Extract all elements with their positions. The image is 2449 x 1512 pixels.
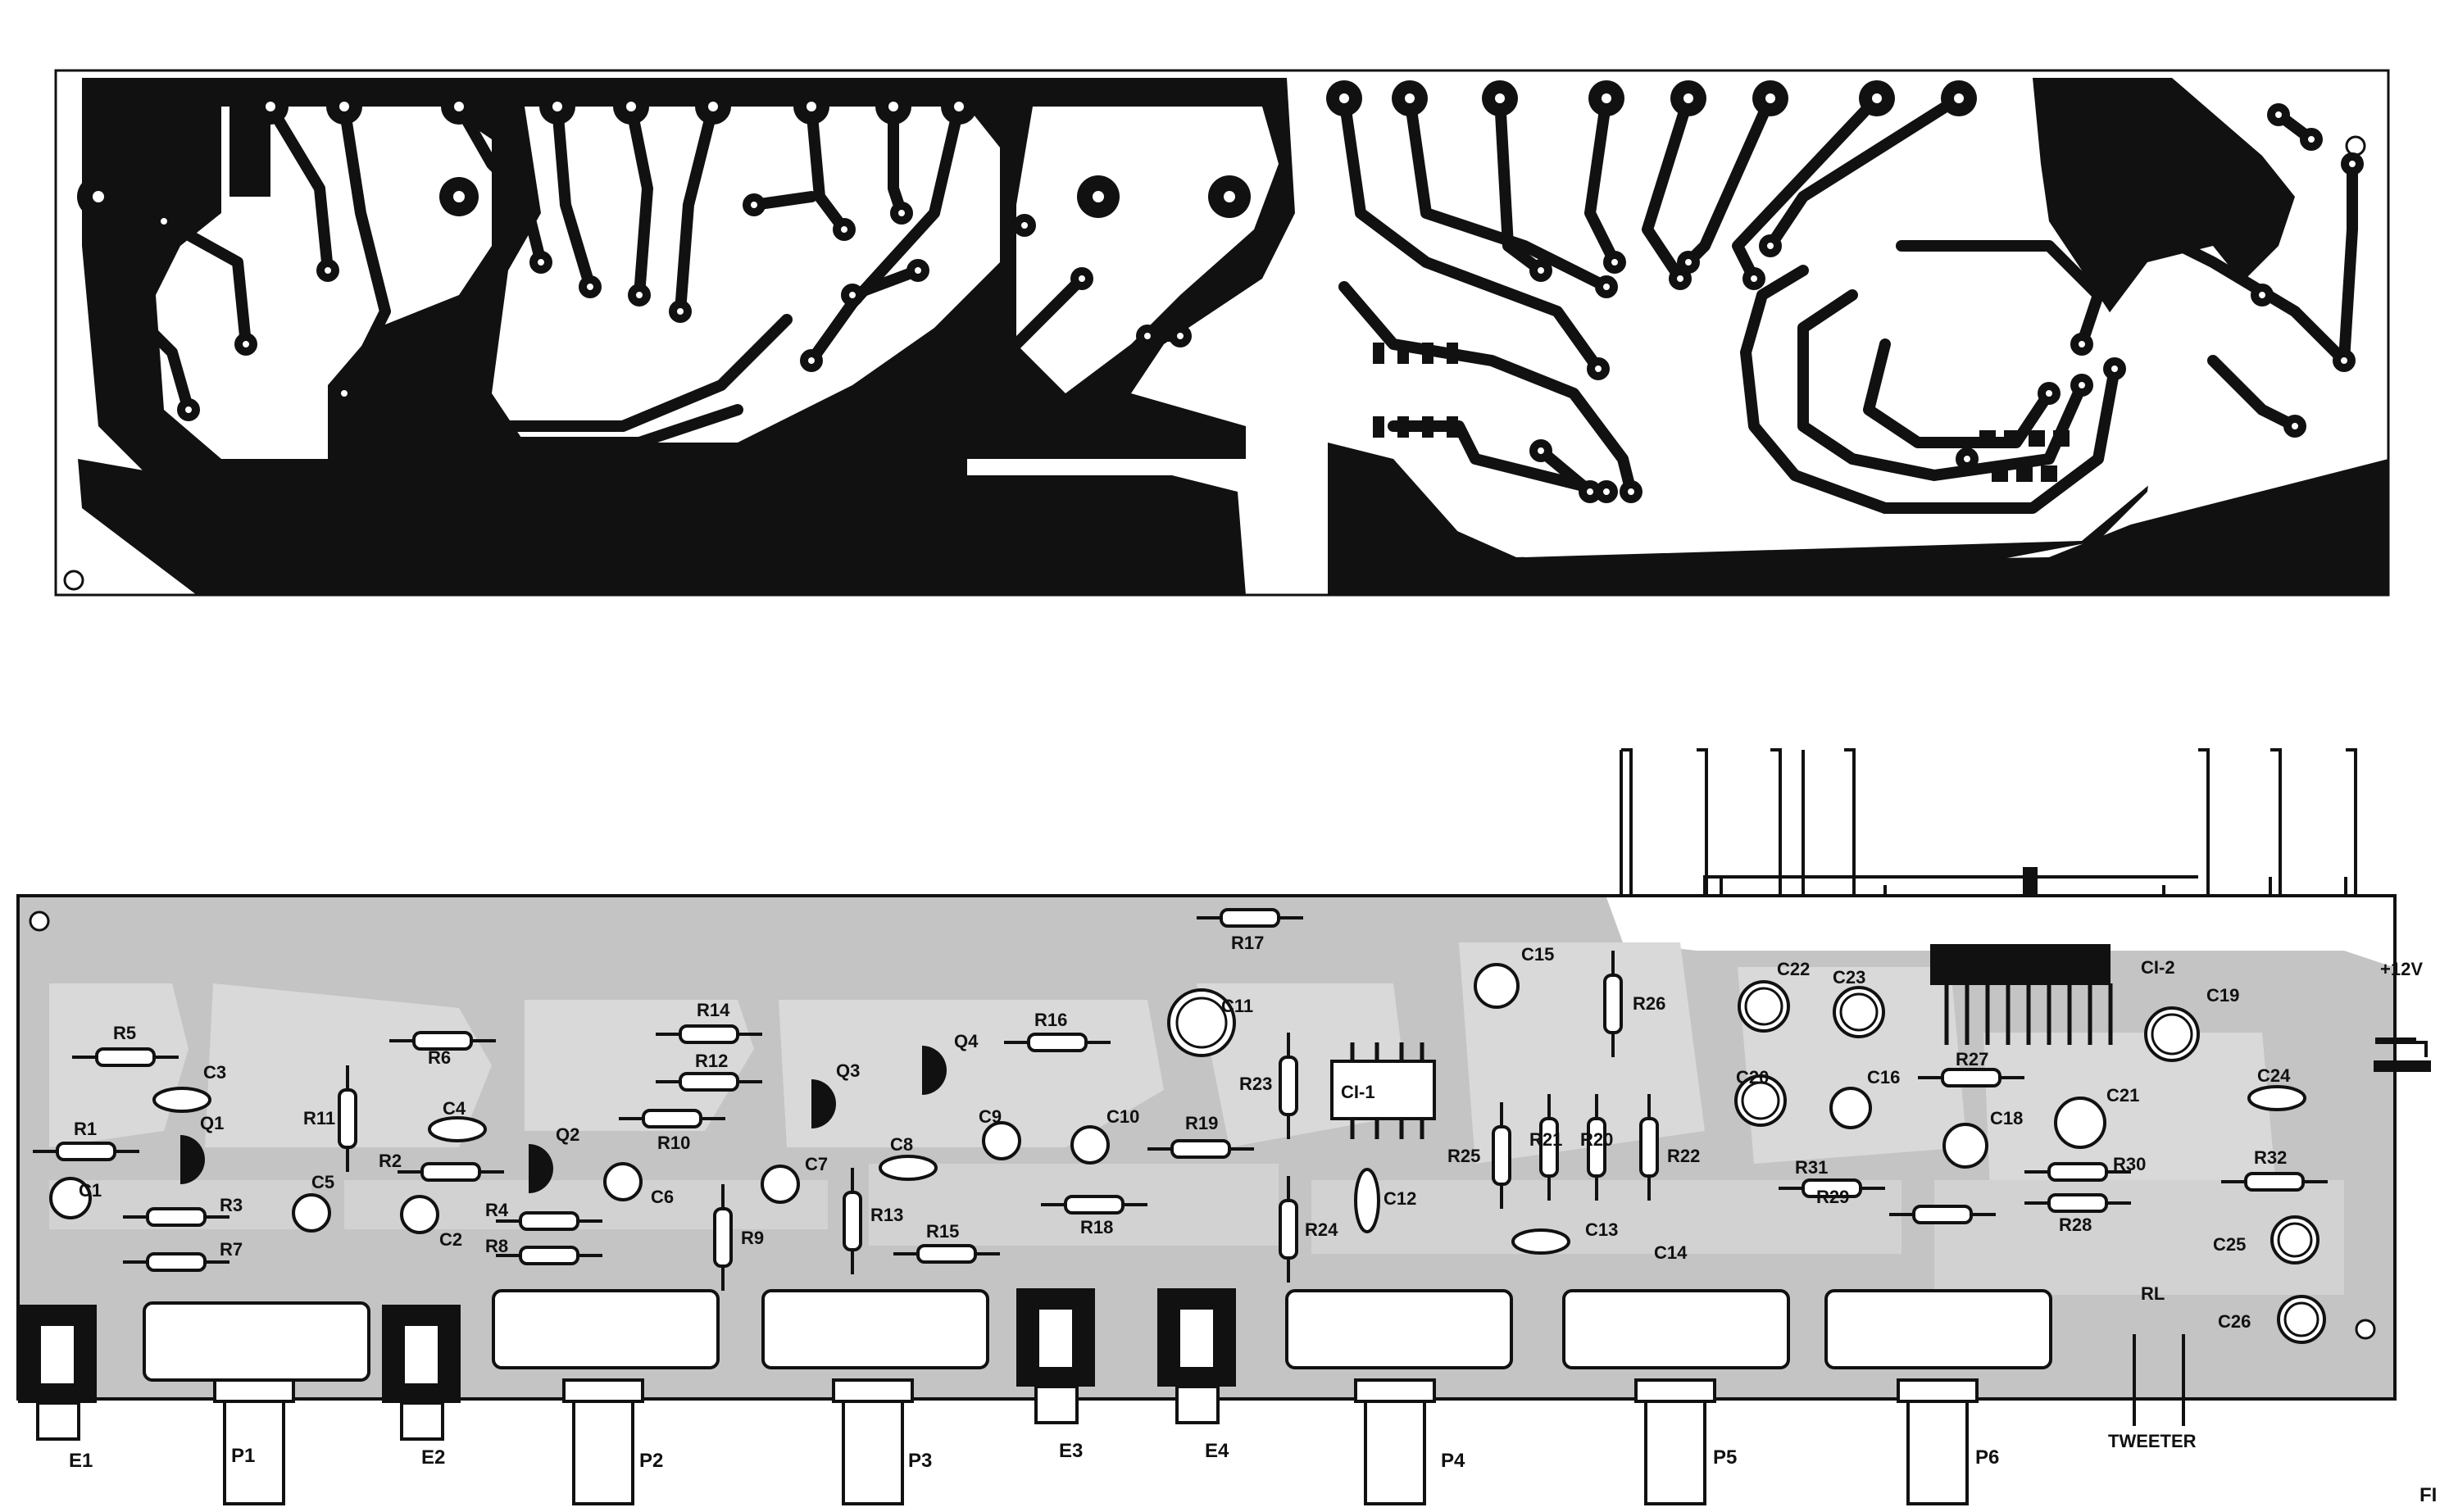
potentiometer-label-p1: P1 xyxy=(231,1445,255,1467)
pcb-bottom-component-layout: R5R1R3R7R11R6R2R4R8R14R12R10R9R13R15R16R… xyxy=(16,748,2437,1506)
resistor-label-r4: R4 xyxy=(485,1200,509,1220)
capacitor-label-c18: C18 xyxy=(1990,1108,2023,1128)
potentiometer-label-p2: P2 xyxy=(639,1450,663,1472)
potentiometer-label-p6: P6 xyxy=(1975,1446,1999,1469)
ci-2-power-amplifier xyxy=(1930,944,2113,1045)
potentiometer-label-p5: P5 xyxy=(1713,1446,1737,1469)
resistor-label-r8: R8 xyxy=(485,1236,508,1256)
resistor-label-r6: R6 xyxy=(428,1047,451,1068)
capacitor-label-c21: C21 xyxy=(2106,1085,2139,1106)
resistor-label-r7: R7 xyxy=(220,1239,243,1260)
resistor-label-r5: R5 xyxy=(113,1023,136,1043)
capacitor-label-c23: C23 xyxy=(1833,967,1865,988)
capacitor-label-c20: C20 xyxy=(1736,1067,1769,1087)
transistor-label-q3: Q3 xyxy=(836,1060,860,1081)
ic-label-ci-1: CI-1 xyxy=(1341,1082,1375,1102)
resistor-label-r2: R2 xyxy=(379,1151,402,1171)
transistor-bodies xyxy=(180,1046,947,1193)
capacitor-label-c4: C4 xyxy=(443,1098,466,1119)
resistor-label-r27: R27 xyxy=(1956,1049,1988,1069)
resistor-label-r17: R17 xyxy=(1231,933,1264,953)
transistor-label-q4: Q4 xyxy=(954,1031,979,1051)
resistor-label-r19: R19 xyxy=(1185,1113,1218,1133)
capacitor-label-c6: C6 xyxy=(651,1187,674,1207)
potentiometer-label-p3: P3 xyxy=(908,1450,932,1472)
capacitor-label-c10: C10 xyxy=(1106,1106,1139,1127)
resistor-label-r11: R11 xyxy=(303,1108,335,1128)
capacitor-label-c11: C11 xyxy=(1221,996,1253,1016)
resistor-label-r23: R23 xyxy=(1239,1074,1272,1094)
resistor-label-r12: R12 xyxy=(695,1051,728,1071)
ci-1-chip xyxy=(1330,1042,1436,1139)
jack-label-e4: E4 xyxy=(1205,1440,1229,1462)
capacitor-label-c13: C13 xyxy=(1585,1219,1618,1240)
jack-label-e3: E3 xyxy=(1059,1440,1083,1462)
film-capacitor-bodies xyxy=(152,1085,2306,1255)
resistor-label-r14: R14 xyxy=(697,1000,730,1020)
relay-label: RL xyxy=(2141,1283,2165,1304)
resistor-label-r20: R20 xyxy=(1580,1129,1613,1150)
capacitor-label-c1: C1 xyxy=(79,1180,102,1201)
capacitor-label-c16: C16 xyxy=(1867,1067,1900,1087)
resistor-label-r10: R10 xyxy=(657,1133,690,1153)
resistor-bodies xyxy=(33,908,2328,1291)
capacitor-label-c24: C24 xyxy=(2257,1065,2291,1086)
resistor-label-r28: R28 xyxy=(2059,1215,2092,1235)
capacitor-label-c5: C5 xyxy=(311,1172,334,1192)
capacitor-label-c25: C25 xyxy=(2213,1234,2246,1255)
resistor-label-r1: R1 xyxy=(74,1119,97,1139)
resistor-label-r24: R24 xyxy=(1305,1219,1338,1240)
resistor-label-r16: R16 xyxy=(1034,1010,1067,1030)
resistor-label-r26: R26 xyxy=(1633,993,1665,1014)
capacitor-label-c26: C26 xyxy=(2218,1311,2251,1332)
potentiometer-label-p4: P4 xyxy=(1441,1450,1465,1472)
figure-tag: FI xyxy=(2419,1484,2437,1506)
resistor-label-r18: R18 xyxy=(1080,1217,1113,1237)
ic-label-ci-2: CI-2 xyxy=(2141,957,2175,978)
jack-bodies xyxy=(18,1288,1236,1441)
jack-label-e2: E2 xyxy=(421,1446,445,1469)
capacitor-label-c8: C8 xyxy=(890,1134,913,1155)
resistor-label-r32: R32 xyxy=(2254,1147,2287,1168)
capacitor-label-c15: C15 xyxy=(1521,944,1554,965)
resistor-label-r25: R25 xyxy=(1447,1146,1480,1166)
supply-label: +12V xyxy=(2380,959,2423,979)
capacitor-label-c2: C2 xyxy=(439,1229,462,1250)
capacitor-label-c19: C19 xyxy=(2206,985,2239,1006)
capacitor-label-c9: C9 xyxy=(979,1106,1002,1127)
resistor-label-r21: R21 xyxy=(1529,1129,1562,1150)
jack-label-e1: E1 xyxy=(69,1450,93,1472)
resistor-label-r31: R31 xyxy=(1795,1157,1828,1178)
resistor-label-r3: R3 xyxy=(220,1195,243,1215)
transistor-label-q2: Q2 xyxy=(556,1124,579,1145)
tweeter-label: TWEETER xyxy=(2108,1431,2197,1451)
capacitor-label-c12: C12 xyxy=(1384,1188,1416,1209)
resistor-label-r22: R22 xyxy=(1667,1146,1700,1166)
resistor-label-r15: R15 xyxy=(926,1221,959,1242)
capacitor-label-c7: C7 xyxy=(805,1154,828,1174)
capacitor-label-c14: C14 xyxy=(1654,1242,1688,1263)
resistor-label-r30: R30 xyxy=(2113,1154,2146,1174)
resistor-label-r9: R9 xyxy=(741,1228,764,1248)
transistor-label-q1: Q1 xyxy=(200,1113,224,1133)
capacitor-label-c22: C22 xyxy=(1777,959,1810,979)
resistor-label-r29: R29 xyxy=(1816,1187,1849,1207)
potentiometer-bodies xyxy=(143,1289,2052,1505)
pcb-top-copper-layout xyxy=(54,69,2390,597)
resistor-label-r13: R13 xyxy=(870,1205,903,1225)
capacitor-label-c3: C3 xyxy=(203,1062,226,1083)
